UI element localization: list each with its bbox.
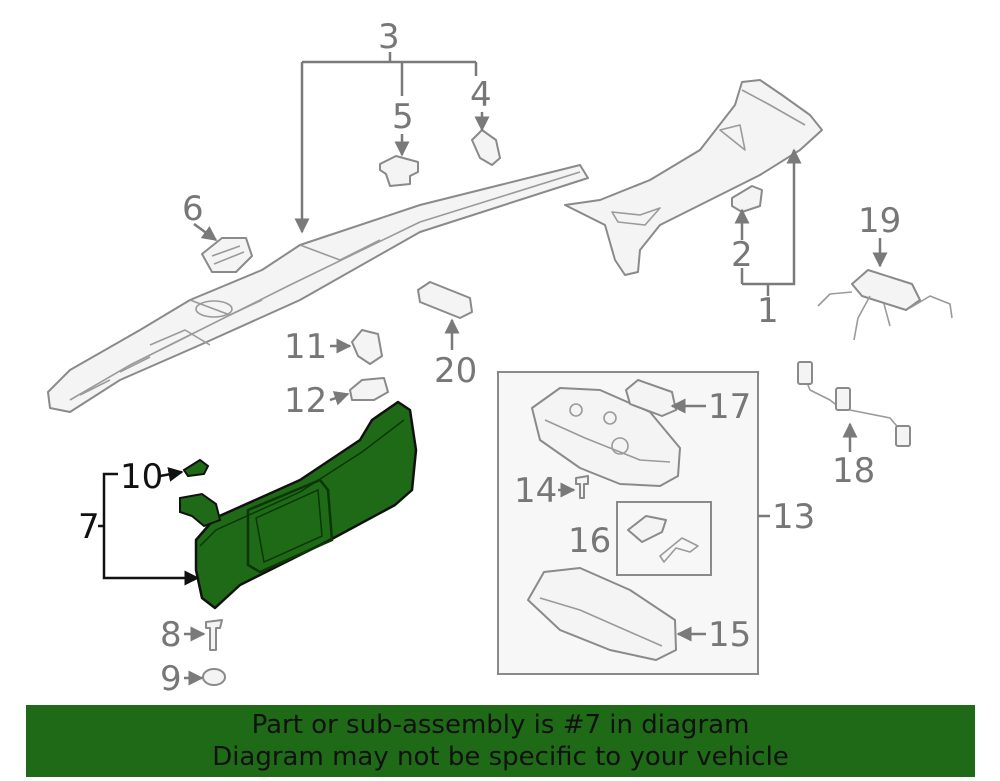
callout-3: 3 — [378, 17, 400, 57]
callout-2: 2 — [731, 235, 753, 275]
callout-7: 7 — [78, 507, 100, 547]
callout-15: 15 — [708, 615, 751, 655]
module-part-19 — [817, 269, 953, 341]
sub-assembly-box-16 — [616, 501, 712, 576]
clip-part-11 — [351, 329, 383, 365]
callout-20: 20 — [434, 351, 477, 391]
roof-rail-part — [47, 164, 589, 413]
sun-visor-part-7 — [179, 400, 418, 610]
callout-18: 18 — [832, 451, 875, 491]
callout-16: 16 — [568, 521, 611, 561]
clip-part-4 — [471, 129, 501, 166]
callout-6: 6 — [182, 189, 204, 229]
callout-8: 8 — [160, 615, 182, 655]
callout-9: 9 — [160, 659, 182, 699]
callout-14: 14 — [514, 471, 557, 511]
light-part-20 — [417, 281, 473, 319]
callout-4: 4 — [470, 75, 492, 115]
callout-labels: 3 4 5 6 2 1 19 20 11 12 17 18 14 13 16 1… — [78, 17, 901, 699]
banner-line-1: Part or sub-assembly is #7 in diagram — [251, 710, 750, 740]
callout-19: 19 — [858, 201, 901, 241]
clip-part-2 — [731, 185, 763, 213]
console-part — [531, 387, 681, 487]
callout-12: 12 — [284, 381, 327, 421]
cap-part-9 — [202, 668, 226, 686]
info-banner: Part or sub-assembly is #7 in diagram Di… — [26, 705, 975, 777]
pillar-trim-part — [564, 79, 823, 276]
callout-1: 1 — [757, 291, 779, 331]
callout-5: 5 — [392, 97, 414, 137]
callout-17: 17 — [708, 387, 751, 427]
grommet-part-5 — [379, 155, 419, 187]
callout-10: 10 — [120, 457, 163, 497]
banner-line-2: Diagram may not be specific to your vehi… — [212, 742, 789, 772]
harness-part-18 — [797, 361, 911, 447]
bracket-part-6 — [201, 237, 253, 273]
leader-lines — [98, 52, 888, 686]
lens-part-16 — [627, 515, 699, 563]
cover-part-15 — [527, 567, 677, 661]
callout-13: 13 — [772, 497, 815, 537]
holder-part-12 — [349, 377, 389, 401]
callout-11: 11 — [284, 327, 327, 367]
bolt-part-14 — [575, 475, 589, 499]
screw-part-8 — [205, 619, 223, 651]
